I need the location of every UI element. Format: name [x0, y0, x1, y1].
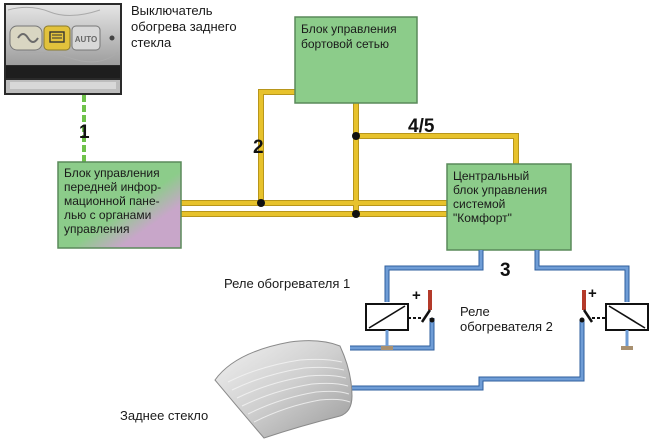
switch-panel-image: AUTO	[4, 3, 122, 95]
relay-2: +	[579, 285, 649, 350]
relay-1: +	[365, 287, 435, 350]
info-panel-unit: Блок управления передней инфор- мационно…	[57, 161, 182, 249]
blue-wiring	[350, 250, 630, 391]
rear-window-image	[214, 340, 353, 439]
comfort-central-unit: Центральный блок управления системой "Ко…	[446, 163, 572, 251]
switch-label: Выключатель обогрева заднего стекла	[131, 3, 240, 50]
connection-label-45: 4/5	[408, 116, 435, 137]
relay-2-plus: +	[588, 285, 597, 302]
onboard-unit-label: Блок управления бортовой сетью	[301, 22, 400, 51]
auto-button[interactable]	[71, 25, 101, 51]
connection-label-1: 1	[79, 122, 90, 143]
info-panel-unit-label: Блок управления передней инфор- мационно…	[64, 166, 165, 236]
yellow-bus	[181, 89, 519, 218]
relay-1-label: Реле обогревателя 1	[224, 276, 350, 291]
rear-window-label: Заднее стекло	[120, 408, 208, 423]
relay-1-plus: +	[412, 287, 421, 304]
connection-label-3: 3	[500, 260, 511, 281]
rear-defrost-icon	[49, 31, 65, 43]
air-recirculation-icon	[17, 33, 39, 43]
comfort-unit-label: Центральный блок управления системой "Ко…	[453, 169, 551, 225]
relay-2-label: Реле обогревателя 2	[460, 304, 553, 334]
onboard-network-unit: Блок управления бортовой сетью	[294, 16, 418, 104]
connection-label-2: 2	[253, 137, 264, 158]
auto-button-label: AUTO	[75, 35, 98, 44]
